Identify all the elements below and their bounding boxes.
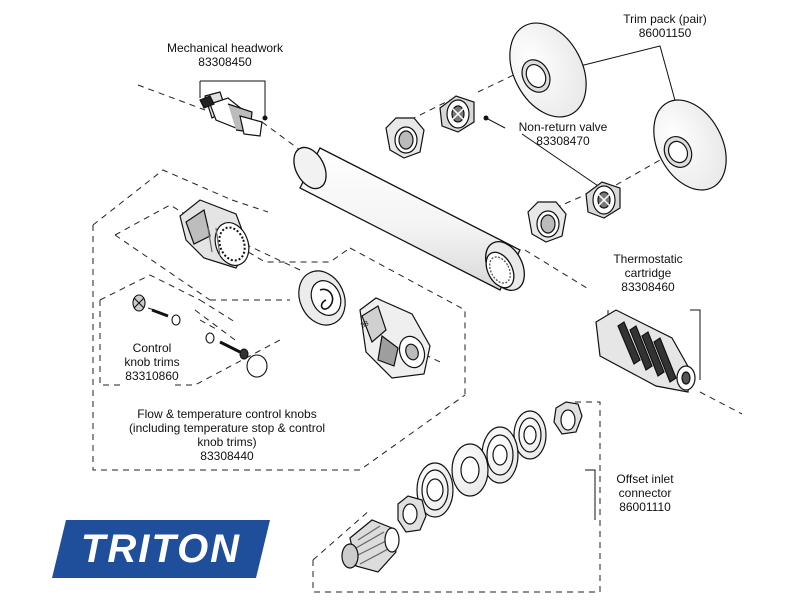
label-mechanical-headwork: Mechanical headwork 83308450 [166,41,284,69]
temperature-control-knob [359,297,431,379]
triton-logo: TRITON [52,520,270,578]
non-return-valve-lower [585,181,621,219]
trim-pack-lower-disc [653,99,727,191]
mechanical-headwork-part [199,91,263,137]
label-non-return-valve: Non-return valve 83308470 [518,120,608,148]
control-knob-trim-parts [132,294,268,378]
label-thermostatic-cartridge: Thermostatic cartridge 83308460 [613,252,683,294]
thermostatic-cartridge [595,309,696,393]
logo-wordmark: TRITON [80,526,242,571]
label-trim-pack: Trim pack (pair) 86001150 [623,12,707,40]
flow-control-knob [179,199,250,269]
label-offset-inlet-connector: Offset inlet connector 86001110 [616,472,674,514]
label-control-knobs: Flow & temperature control knobs (includ… [128,407,326,463]
hex-nut-upper [385,117,425,159]
knob-scale-marking: 38 [360,320,370,330]
trim-pack-upper-disc [509,22,587,118]
temperature-stop-ring [298,270,346,326]
non-return-valve-upper [439,95,475,133]
offset-inlet-connector-parts [341,401,583,573]
logo-badge-shape [52,520,270,578]
label-control-knob-trims: Control knob trims 83310860 [124,341,180,383]
hex-nut-lower [527,201,567,243]
valve-body [293,146,525,291]
